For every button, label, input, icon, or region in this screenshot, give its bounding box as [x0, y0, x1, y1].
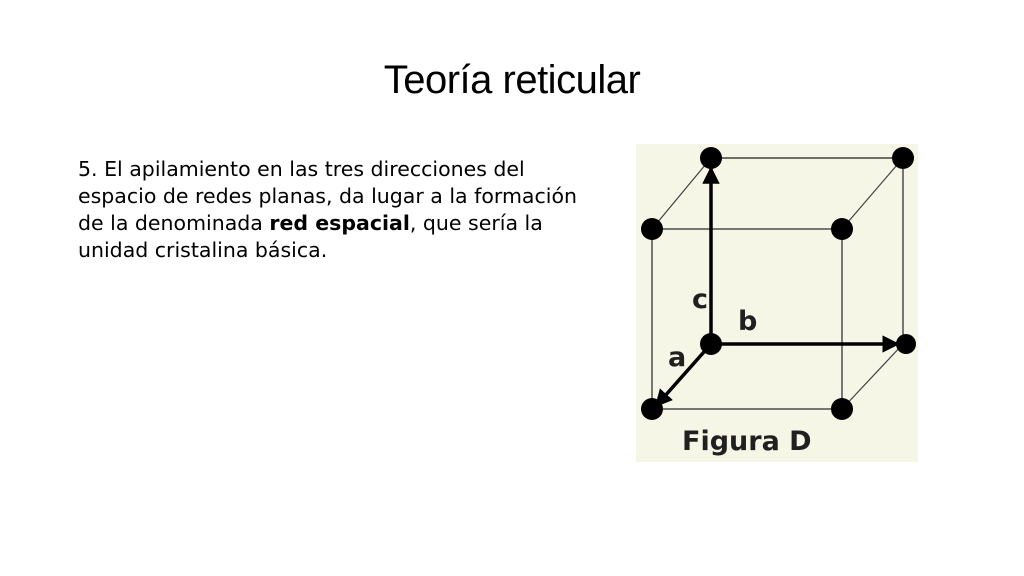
lattice-points — [641, 147, 916, 420]
lattice-point-origin — [700, 333, 722, 355]
body-text-highlight: red espacial — [269, 211, 410, 235]
lattice-point — [892, 147, 914, 169]
body-text: 5. El apilamiento en las tres direccione… — [78, 156, 608, 264]
body-text-intro: 5. El apilamiento en las tres direccione… — [78, 157, 577, 235]
axis-label-a: a — [668, 342, 686, 373]
slide-title: Teoría reticular — [383, 58, 641, 102]
receding-edges — [651, 157, 904, 410]
axis-label-b: b — [738, 306, 757, 337]
lattice-point — [641, 398, 663, 420]
axis-a-arrow — [654, 342, 713, 408]
front-face — [651, 228, 843, 410]
lattice-point — [700, 147, 722, 169]
lattice-point — [641, 218, 663, 240]
figure-caption: Figura D — [682, 426, 812, 457]
body-text-end: , que sería la unidad cristalina básica. — [78, 211, 543, 262]
unit-cell-diagram: c b a Figura D — [641, 147, 916, 457]
lattice-point — [831, 218, 853, 240]
axis-label-c: c — [692, 284, 708, 315]
edge-recede-bottom-right — [841, 343, 904, 410]
edge-recede-top-right — [841, 157, 904, 230]
axis-vectors — [654, 166, 900, 408]
edge-recede-top-left — [651, 157, 712, 230]
lattice-point — [831, 398, 853, 420]
back-face-edges — [711, 157, 904, 344]
crystal-lattice-figure: c b a Figura D — [636, 144, 918, 462]
lattice-point — [896, 334, 916, 354]
